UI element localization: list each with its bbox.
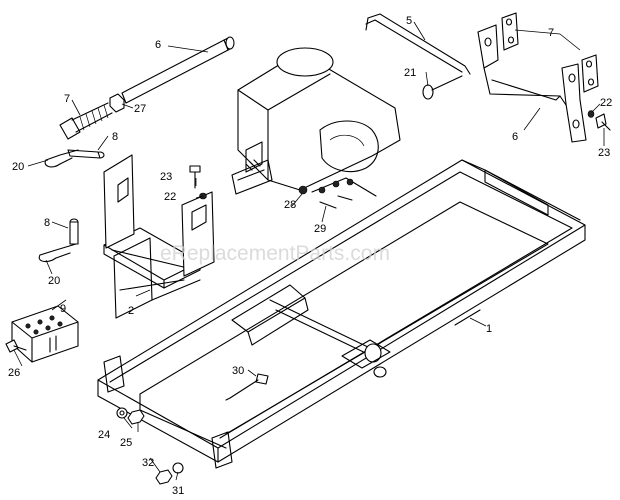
gearbox-housing bbox=[231, 47, 401, 195]
bent-rod bbox=[365, 13, 471, 75]
rod bbox=[121, 36, 235, 104]
bolt bbox=[189, 165, 201, 189]
callout-23-center: 23 bbox=[160, 171, 172, 183]
nut bbox=[155, 469, 173, 485]
callout-9: 9 bbox=[60, 303, 66, 315]
clevis-pin bbox=[69, 218, 79, 245]
callout-30: 30 bbox=[232, 365, 244, 377]
nut bbox=[109, 93, 125, 113]
callout-labels: 6 7 27 8 20 8 20 2 5 21 7 6 22 23 23 22 … bbox=[8, 15, 612, 497]
callout-2: 2 bbox=[128, 305, 134, 317]
callout-27: 27 bbox=[134, 103, 146, 115]
callout-22-center: 22 bbox=[164, 191, 176, 203]
washer bbox=[587, 110, 595, 118]
hair-pin bbox=[422, 75, 463, 100]
callout-20-upper: 20 bbox=[12, 161, 24, 173]
link-plate bbox=[501, 12, 519, 51]
callout-20-lower: 20 bbox=[48, 275, 60, 287]
hair-pin-clip bbox=[44, 149, 79, 168]
linkage-arm bbox=[477, 24, 587, 143]
link-plate bbox=[581, 54, 599, 93]
fitting bbox=[5, 339, 27, 353]
callout-23-right: 23 bbox=[598, 147, 610, 159]
adjusting-screw bbox=[59, 102, 113, 140]
callout-3: 6 bbox=[155, 39, 161, 51]
callout-31: 31 bbox=[172, 485, 184, 497]
callout-5: 5 bbox=[406, 15, 412, 27]
washer bbox=[116, 407, 128, 419]
callout-6: 6 bbox=[512, 131, 518, 143]
callout-32: 32 bbox=[142, 457, 154, 469]
main-frame bbox=[97, 159, 586, 469]
nut bbox=[127, 409, 145, 425]
hitch-bracket bbox=[103, 154, 215, 319]
washer bbox=[172, 462, 184, 474]
bolt-set bbox=[311, 177, 377, 209]
leader-lines bbox=[13, 21, 605, 481]
watermark: eReplacementParts.com bbox=[160, 242, 390, 265]
bolt bbox=[595, 113, 611, 131]
callout-28: 28 bbox=[284, 199, 296, 211]
callout-21: 21 bbox=[404, 67, 416, 79]
callout-1: 1 bbox=[486, 323, 492, 335]
washer bbox=[298, 185, 308, 195]
valve-block bbox=[11, 305, 79, 363]
callout-26: 26 bbox=[8, 367, 20, 379]
clevis-pin bbox=[67, 149, 105, 159]
callout-29: 29 bbox=[314, 223, 326, 235]
callout-8-upper: 8 bbox=[112, 131, 118, 143]
bolt bbox=[225, 373, 269, 401]
callout-8-lower: 8 bbox=[44, 217, 50, 229]
callout-4: 7 bbox=[64, 93, 70, 105]
callout-7: 7 bbox=[548, 27, 554, 39]
callout-24: 24 bbox=[98, 429, 110, 441]
hair-pin-clip bbox=[38, 243, 77, 263]
callout-25: 25 bbox=[120, 437, 132, 449]
callout-22-right: 22 bbox=[600, 97, 612, 109]
